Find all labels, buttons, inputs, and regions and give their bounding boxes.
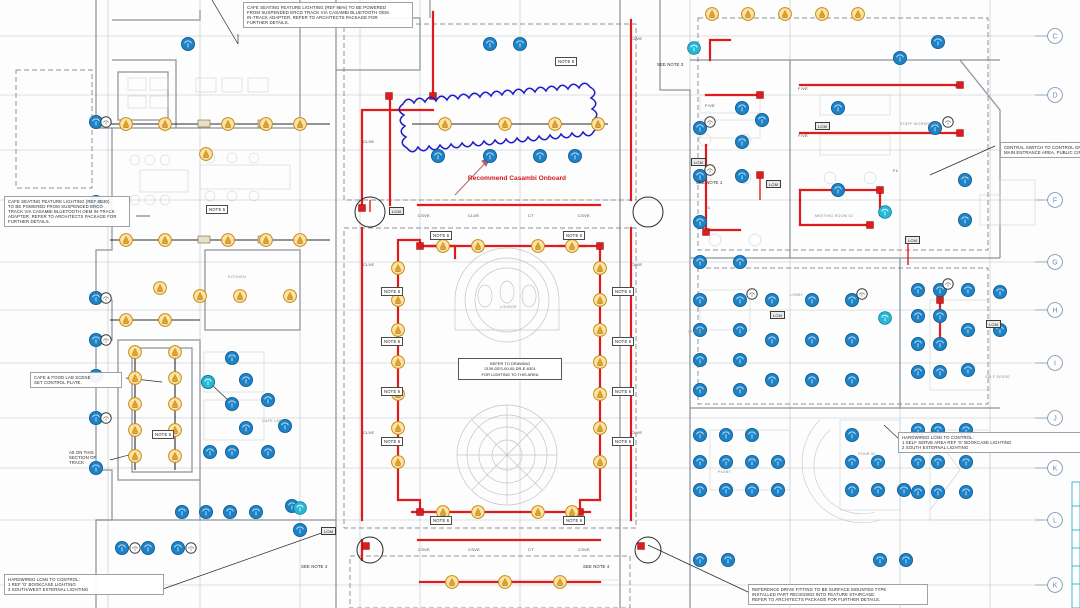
architecture-base	[0, 0, 1035, 608]
circuit-reference-tag: CSVE	[578, 547, 591, 552]
lcm-label-box: LCM	[321, 527, 337, 535]
control-module-squares	[358, 81, 964, 550]
grid-bubble-label: I	[1054, 361, 1056, 368]
room-name-label: STORE	[688, 330, 702, 334]
annotation-track-section-note: A5 ON THIS SECTION OF TRACK	[69, 450, 97, 465]
circuit-reference-tag: F/VE	[798, 133, 809, 138]
note-reference-box: NOTE 6	[612, 437, 635, 446]
detail-circle-markers	[354, 196, 664, 564]
note-reference-box: NOTE 6	[381, 287, 404, 296]
circuit-reference-tag: CSVE	[578, 213, 591, 218]
grid-reference-bubbles	[1035, 28, 1063, 593]
room-name-label: KITCHEN	[228, 275, 246, 279]
room-name-label: STAIR 02	[858, 452, 876, 456]
circuit-reference-tag: CLVE	[363, 262, 375, 267]
circuit-reference-tag: CLVE	[631, 262, 643, 267]
see-note-1-right: SEE NOTE 1	[696, 180, 723, 185]
note-reference-box: NOTE 6	[381, 437, 404, 446]
see-note-4-left: SEE NOTE 4	[301, 564, 328, 569]
circuit-reference-tag: CLVE	[631, 430, 643, 435]
grid-bubble-label: K	[1053, 466, 1058, 473]
note-reference-box: NOTE 6	[563, 516, 586, 525]
annotation-cafe-scene-note: CAFE & FOOD LAB SCENE SET CONTROL PLATE.	[30, 372, 122, 388]
room-name-label: SELF SERVE	[985, 375, 1011, 379]
circuit-reference-tag: CT	[528, 547, 534, 552]
grid-bubble-label: F	[1053, 198, 1057, 205]
room-name-label: MEETING ROOM 02	[815, 214, 854, 218]
grid-bubble-label: H	[1052, 308, 1057, 315]
annotation-right-lcm: HARDWIRED LCMs TO CONTROL: 1 SELF SERVE …	[898, 432, 1080, 453]
room-name-label: LOBBY	[790, 293, 804, 297]
note-reference-box: NOTE 6	[612, 337, 635, 346]
furniture-layer	[127, 77, 1036, 581]
annotation-left-cafe-note: CAFE SEATING FEATURE LIGHTING (REF 8B30)…	[4, 196, 130, 227]
circuit-reference-tag: F1	[955, 84, 961, 89]
circuit-reference-tag: CLVE	[363, 139, 375, 144]
circuit-reference-tag: CLVE	[631, 36, 643, 41]
note-reference-box: NOTE 6	[563, 231, 586, 240]
lcm-label-box: LCM	[815, 122, 831, 130]
circuit-reference-tag: CT	[528, 213, 534, 218]
annotation-top-cafe-note: CAFE SEATING FEATURE LIGHTING (REF 9B%) …	[243, 2, 413, 28]
circuit-reference-tag: F1	[705, 205, 711, 210]
atrium-feature	[454, 247, 560, 506]
room-name-label: LOUNGE	[500, 305, 517, 309]
note-reference-box: NOTE 5	[555, 57, 578, 66]
grid-bubble-label: G	[1052, 260, 1057, 267]
circuit-reference-tag: CLVE	[468, 213, 480, 218]
note-reference-box: NOTE 6	[381, 337, 404, 346]
note-reference-box: NOTE 5	[206, 205, 229, 214]
lcm-label-box: LCM	[766, 180, 782, 188]
grid-bubble-label: D	[1052, 93, 1057, 100]
revision-cloud	[398, 82, 599, 153]
see-note-3-top: SEE NOTE 3	[657, 62, 684, 67]
note-reference-box: NOTE 6	[612, 287, 635, 296]
building-walls	[95, 0, 1001, 608]
grid-bubble-label: L	[1053, 518, 1057, 525]
note-reference-box: NOTE 6	[612, 387, 635, 396]
cyan-fixtures	[201, 41, 892, 515]
note-reference-box: NOTE 6	[430, 516, 453, 525]
lcm-label-box: LCM	[691, 158, 707, 166]
circuit-reference-tag: CSVE	[418, 213, 431, 218]
circuit-reference-tag: F/VE	[705, 103, 716, 108]
lcm-label-box: LCM	[770, 311, 786, 319]
recommend-casambi-label: Recommend Casambi Onboard	[467, 175, 567, 182]
note-reference-box: NOTE 6	[381, 387, 404, 396]
room-name-label: PLANT	[718, 470, 732, 474]
annotation-bottom-left-lcm: HARDWIRED LCMs TO CONTROL: 1 REF 'G' BOO…	[4, 574, 164, 595]
grid-bubble-label: K	[1053, 583, 1058, 590]
see-note-4-bottom: SEE NOTE 4	[583, 564, 610, 569]
grid-bubble-labels: CDEFGHIJKLK	[1052, 34, 1057, 590]
annotation-bottom-right-drive: REFERENCE DRIVE FITTING TO BE SURFACE MO…	[748, 584, 928, 605]
note-reference-box: NOTE 6	[430, 231, 453, 240]
red-lighting-circuits	[360, 10, 962, 584]
leader-lines	[109, 0, 996, 593]
circuit-reference-tag: CSVE	[418, 547, 431, 552]
refer-to-drawing-box: REFER TO DRAWING 2139-DES-00-00-DR-E-630…	[458, 358, 562, 381]
lcm-label-box: LCM	[905, 236, 921, 244]
track-adapters	[197, 119, 271, 244]
lcm-label-box: LCM	[986, 320, 1002, 328]
lcm-label-box: LCM	[389, 207, 405, 215]
circuit-reference-tag: CLVE	[363, 430, 375, 435]
room-name-label: CAFE LAB	[262, 419, 282, 423]
schedule-table	[1071, 481, 1080, 608]
circuit-reference-tag: F/VE	[798, 86, 809, 91]
note-reference-box: NOTE 5	[152, 430, 175, 439]
circuit-reference-tag: F1	[893, 168, 899, 173]
annotation-central-switch: CENTRAL SWITCH TO CONTROL GR MAIN ENTRAN…	[1000, 142, 1080, 158]
grid-bubble-label: C	[1052, 34, 1057, 41]
red-circuit-thin	[369, 175, 909, 265]
circuit-reference-tag: CSVE	[468, 547, 481, 552]
grid-bubble-label: J	[1053, 416, 1057, 423]
room-name-label: STAFF WORKROOM	[900, 122, 939, 126]
